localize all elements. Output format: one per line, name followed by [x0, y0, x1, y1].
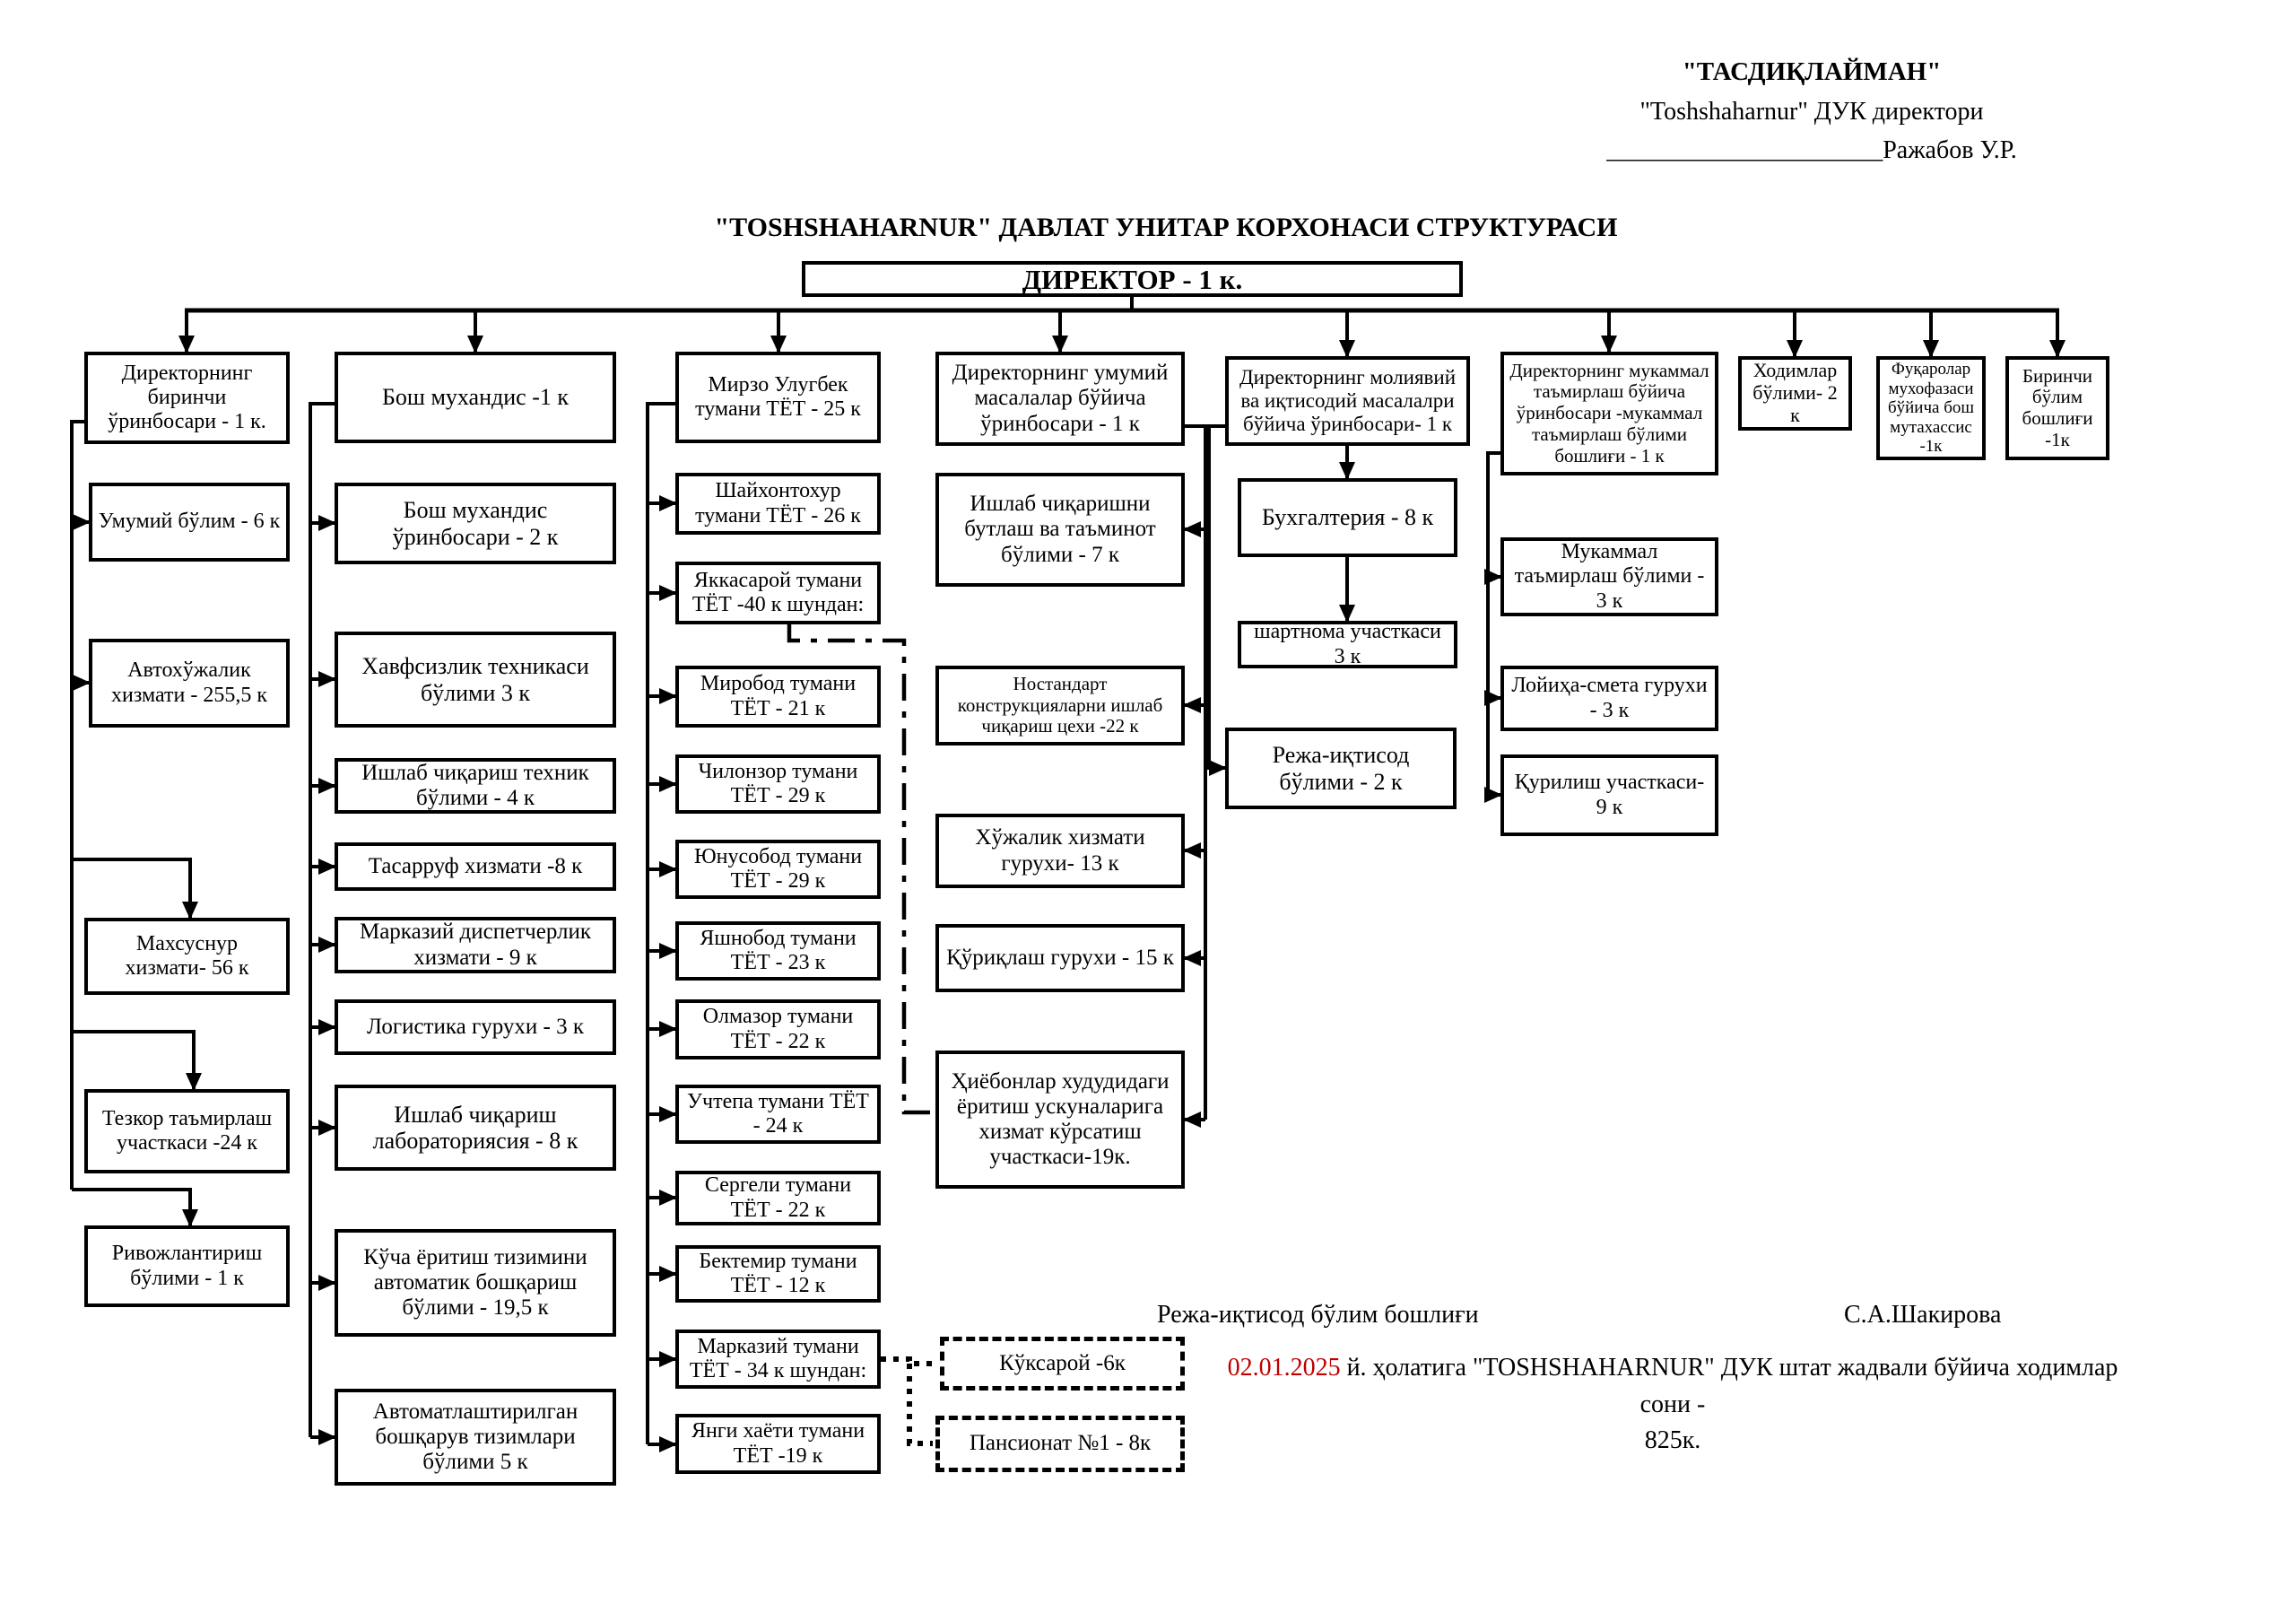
approval-block: "ТАСДИҚЛАЙМАН" "Toshshaharnur" ДУК дирек… — [1525, 52, 2099, 170]
box-kocha-yoritish-avtomatik: Кўча ёритиш тизимини автоматик бошқариш … — [335, 1229, 616, 1337]
page-title: "TOSHSHAHARNUR" ДАВЛАТ УНИТАР КОРХОНАСИ … — [714, 213, 1618, 242]
box-butlash-taminot: Ишлаб чиқаришни бутлаш ва таъминот бўлим… — [935, 473, 1185, 587]
box-ishlab-chiqarish-texnik: Ишлаб чиқариш техник бўлими - 4 к — [335, 758, 616, 814]
box-umumiy-bolim: Умумий бўлим - 6 к — [89, 483, 290, 562]
box-pansionat-1: Пансионат №1 - 8к — [935, 1416, 1185, 1472]
box-birinchi-bolim: Биринчи бўлим бошлиғи -1к — [2005, 356, 2109, 460]
box-reja-iqtisod-bolimi: Режа-иқтисод бўлими - 2 к — [1225, 728, 1457, 809]
box-deputy-moliyaviy: Директорнинг молиявий ва иқтисодий масал… — [1225, 356, 1470, 446]
staff-count-text: й. ҳолатига "TOSHSHAHARNUR" ДУК штат жад… — [1340, 1354, 2118, 1418]
box-tasarruf-xizmati: Тасарруф хизмати -8 к — [335, 842, 616, 891]
box-tet-yunusobod: Юнусобод тумани ТЁТ - 29 к — [675, 840, 881, 899]
box-tet-sergeli: Сергели тумани ТЁТ - 22 к — [675, 1171, 881, 1225]
box-tet-bektemir: Бектемир тумани ТЁТ - 12 к — [675, 1245, 881, 1303]
approval-director-line: "Toshshaharnur" ДУК директори — [1639, 97, 1984, 126]
box-tet-yakkasaroy: Яккасарой тумани ТЁТ -40 к шундан: — [675, 562, 881, 624]
box-tet-mirzo-ulugbek: Мирзо Улугбек тумани ТЁТ - 25 к — [675, 352, 881, 443]
box-buxgalteriya: Бухгалтерия - 8 к — [1238, 478, 1457, 557]
box-tet-yangi-hayot: Янги хаёти тумани ТЁТ -19 к — [675, 1414, 881, 1474]
box-tet-uchtepa: Учтепа тумани ТЁТ - 24 к — [675, 1085, 881, 1144]
box-logistika-guruhi: Логистика гурухи - 3 к — [335, 999, 616, 1055]
box-xavfsizlik-texnikasi: Хавфсизлик техникаси бўлими 3 к — [335, 632, 616, 728]
box-bosh-muhandis-orinbosari: Бош мухандис ўринбосари - 2 к — [335, 483, 616, 564]
box-bosh-muhandis: Бош мухандис -1 к — [335, 352, 616, 443]
staff-count-note: 02.01.2025 й. ҳолатига "TOSHSHAHARNUR" Д… — [1211, 1350, 2135, 1460]
box-tet-shayxontohur: Шайхонтохур тумани ТЁТ - 26 к — [675, 473, 881, 535]
box-xojalik-xizmati-guruhi: Хўжалик хизмати гурухи- 13 к — [935, 814, 1185, 888]
box-mukammal-tamirlash-bolimi: Мукаммал таъмирлаш бўлими - 3 к — [1500, 537, 1718, 616]
footer-signature-name: С.А.Шакирова — [1844, 1301, 2002, 1329]
box-tet-mirobod: Миробод тумани ТЁТ - 21 к — [675, 666, 881, 728]
box-fuqarolar-muhofazasi: Фуқаролар мухофазаси бўйича бош мутахасс… — [1876, 356, 1986, 460]
box-avtomatlashtirilgan-boshqaruv: Автоматлаштирилган бошқарув тизимлари бў… — [335, 1389, 616, 1486]
box-deputy-first: Директорнинг биринчи ўринбосари - 1 к. — [84, 352, 290, 444]
staff-count-date: 02.01.2025 — [1227, 1354, 1341, 1382]
box-tet-chilonzor: Чилонзор тумани ТЁТ - 29 к — [675, 754, 881, 814]
box-xodimlar-bolimi: Ходимлар бўлими- 2 к — [1738, 356, 1852, 431]
box-tet-olmazor: Олмазор тумани ТЁТ - 22 к — [675, 999, 881, 1059]
box-qoriqlash-guruhi: Қўриқлаш гурухи - 15 к — [935, 924, 1185, 992]
box-deputy-umumiy-masalalar: Директорнинг умумий масалалар бўйича ўри… — [935, 352, 1185, 446]
box-loyiha-smeta-guruhi: Лойиҳа-смета гурухи - 3 к — [1500, 666, 1718, 731]
box-laboratoriya: Ишлаб чиқариш лабораториясия - 8 к — [335, 1085, 616, 1171]
box-hiyobonlar-uchastka: Ҳиёбонлар худудидаги ёритиш ускуналарига… — [935, 1051, 1185, 1189]
box-avtoxojalik-xizmati: Автохўжалик хизмати - 255,5 к — [89, 639, 290, 728]
box-nostandart-cex: Ностандарт конструкцияларни ишлаб чиқари… — [935, 666, 1185, 745]
box-director: ДИРЕКТОР - 1 к. — [802, 261, 1463, 297]
box-dispetcherlik-xizmati: Марказий диспетчерлик хизмати - 9 к — [335, 917, 616, 973]
box-rivojlantirish-bolimi: Ривожлантириш бўлими - 1 к — [84, 1225, 290, 1307]
footer-position-label: Режа-иқтисод бўлим бошлиғи — [1157, 1301, 1479, 1329]
box-tet-yashnobod: Яшнобод тумани ТЁТ - 23 к — [675, 921, 881, 981]
box-qurilish-uchastkasi: Қурилиш участкаси- 9 к — [1500, 754, 1718, 836]
box-tet-markaziy: Марказий тумани ТЁТ - 34 к шундан: — [675, 1330, 881, 1389]
box-tezkor-tamirlash: Тезкор таъмирлаш участкаси -24 к — [84, 1089, 290, 1173]
box-deputy-mukammal-tamirlash: Директорнинг мукаммал таъмирлаш бўйича ў… — [1500, 352, 1718, 475]
approval-stamp-text: "ТАСДИҚЛАЙМАН" — [1682, 57, 1942, 86]
approval-signature-line: ______________________Ражабов У.Р. — [1606, 136, 2017, 165]
box-shartnoma-uchastkasi: шартнома участкаси 3 к — [1238, 620, 1457, 668]
box-maxsusnur-xizmati: Махсуснур хизмати- 56 к — [84, 918, 290, 995]
box-koksaroy: Кўксарой -6к — [940, 1337, 1185, 1391]
staff-count-total: 825к. — [1644, 1426, 1701, 1455]
